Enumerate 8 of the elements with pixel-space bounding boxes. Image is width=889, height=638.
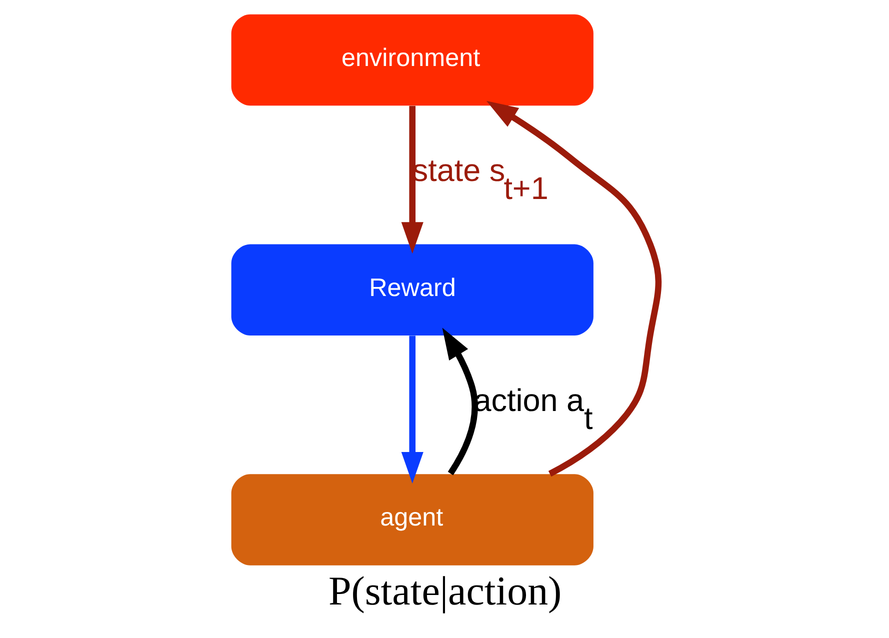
node-box: Reward <box>230 244 593 336</box>
arrow <box>486 100 662 477</box>
node-box: agent <box>230 474 593 566</box>
arrow <box>442 328 478 476</box>
caption: P(state|action) <box>328 568 562 614</box>
arrow <box>400 106 423 254</box>
node-box: environment <box>230 14 593 106</box>
arrow <box>400 336 423 484</box>
